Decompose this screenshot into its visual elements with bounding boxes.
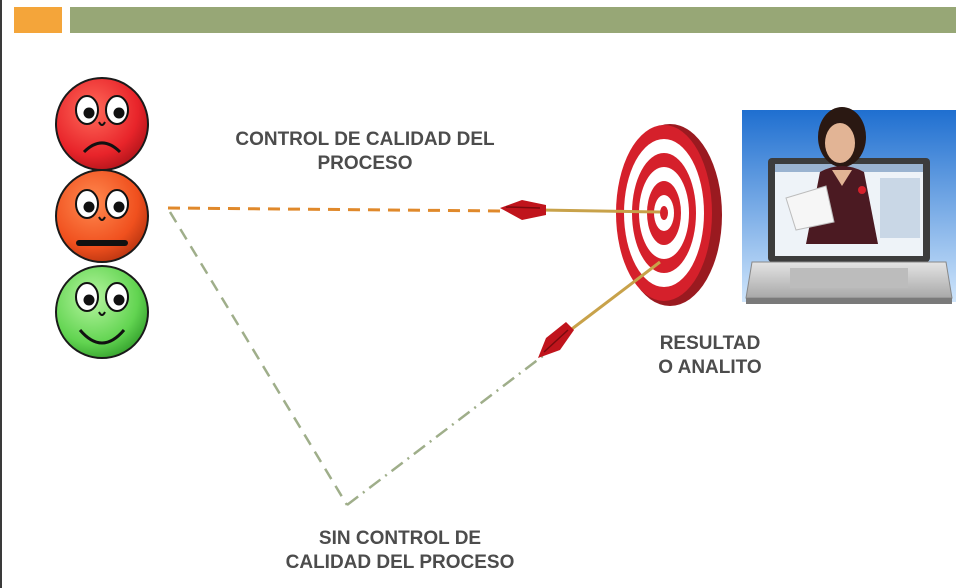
target-icon [616,124,722,306]
arrow-icon-lower [538,260,661,358]
label-resultado-analito: RESULTAD O ANALITO [658,333,762,378]
arrow-icon [500,200,661,220]
green-dashed-line-down [168,211,349,506]
sad-face-icon [55,77,149,171]
happy-face-icon [55,265,149,359]
orange-dashed-line [167,206,506,213]
label-control-de-calidad: CONTROL DE CALIDAD DEL PROCESO [235,129,495,174]
header-accent-orange [14,7,62,33]
green-dashdot-line-up [346,351,549,506]
frame-left-border [0,0,2,588]
person-icon [785,107,878,244]
connector-lines [167,206,549,506]
header-bar-green [70,7,956,33]
label-sin-control: SIN CONTROL DE CALIDAD DEL PROCESO [285,528,515,573]
neutral-face-icon [55,169,149,263]
